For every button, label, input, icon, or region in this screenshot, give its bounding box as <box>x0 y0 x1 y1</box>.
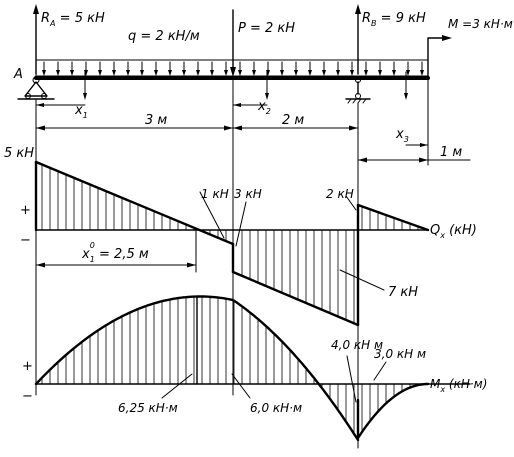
reaction-a-arrowhead <box>33 4 39 14</box>
load-arrow-head <box>322 70 326 76</box>
load-arrow-head <box>140 70 144 76</box>
load-arrow-head <box>378 70 382 76</box>
load-arrow-head <box>364 70 368 76</box>
load-arrow-head <box>238 70 242 76</box>
moment-arrowhead <box>442 35 452 41</box>
moment-hatching <box>41 296 427 434</box>
shear-value-3: 3 кН <box>234 187 262 201</box>
moment-value-40: 4,0 кН м <box>331 338 383 352</box>
roller-support-b <box>345 77 371 104</box>
load-arrow-head <box>280 70 284 76</box>
moment-diagram <box>34 295 471 442</box>
load-arrow-head <box>392 70 396 76</box>
moment-value-60: 6,0 кН·м <box>250 401 302 415</box>
support-a-label: A <box>13 67 23 82</box>
shear-value-2: 2 кН <box>326 187 354 201</box>
span-1-label: 3 м <box>145 113 167 128</box>
moment-value-625: 6,25 кН·м <box>118 401 178 415</box>
section-x2-label: x2 <box>257 99 271 116</box>
load-arrow-head <box>420 70 424 76</box>
moment-minus-sign: − <box>22 389 33 404</box>
moment-arrow <box>427 37 447 79</box>
load-arrow-head <box>98 70 102 76</box>
point-load-arrowhead <box>230 67 236 77</box>
shear-segment-3 <box>231 270 360 327</box>
reaction-b-label: RB = 9 кН <box>362 11 426 28</box>
load-arrow-head <box>196 70 200 76</box>
load-arrow-head <box>126 70 130 76</box>
shear-segment-5 <box>356 203 430 232</box>
span-3-label: 1 м <box>440 145 462 160</box>
load-arrow-head <box>224 70 228 76</box>
load-arrow-head <box>350 70 354 76</box>
section-x1-label: x1 <box>74 103 88 120</box>
beam-group <box>17 4 452 104</box>
load-arrow-head <box>168 70 172 76</box>
moment-plus-sign: + <box>22 359 33 374</box>
shear-value-5: 5 кН <box>4 146 34 161</box>
shear-hatching <box>41 164 427 324</box>
load-arrow-head <box>252 70 256 76</box>
pin-support-a <box>17 76 55 100</box>
load-arrow-head <box>154 70 158 76</box>
dimension-lines <box>35 79 471 449</box>
load-arrow-head <box>42 70 46 76</box>
load-arrow-head <box>406 70 410 76</box>
shear-minus-sign: − <box>20 233 31 248</box>
section-arrows <box>83 71 408 100</box>
load-arrow-head <box>308 70 312 76</box>
reaction-b-arrowhead <box>355 4 361 14</box>
reaction-a-label: RA = 5 кН <box>41 11 105 28</box>
shear-value-7: 7 кН <box>388 285 418 300</box>
distributed-load-arrows <box>42 61 424 76</box>
shear-plus-sign: + <box>20 203 31 218</box>
shear-diagram <box>34 160 430 327</box>
shear-zero-point-label: x10 = 2,5 м <box>81 241 149 264</box>
moment-curve <box>34 295 430 442</box>
load-arrow-head <box>70 70 74 76</box>
point-load-label: P = 2 кН <box>238 21 295 36</box>
shear-value-1: 1 кН <box>201 187 229 201</box>
distributed-load-label: q = 2 кН/м <box>128 29 200 44</box>
span-2-label: 2 м <box>282 113 304 128</box>
load-arrow-head <box>56 70 60 76</box>
load-arrow-head <box>336 70 340 76</box>
load-arrow-head <box>210 70 214 76</box>
moment-label: M =3 кН·м <box>448 17 513 31</box>
shear-axis-label: Qx (кН) <box>430 223 477 240</box>
moment-axis-label: Mx (кН·м) <box>430 377 487 394</box>
shear-segment-1 <box>34 160 235 246</box>
load-arrow-head <box>294 70 298 76</box>
moment-value-30: 3,0 кН м <box>374 347 426 361</box>
load-arrow-head <box>182 70 186 76</box>
section-x3-label: x3 <box>395 127 409 144</box>
load-arrow-head <box>112 70 116 76</box>
